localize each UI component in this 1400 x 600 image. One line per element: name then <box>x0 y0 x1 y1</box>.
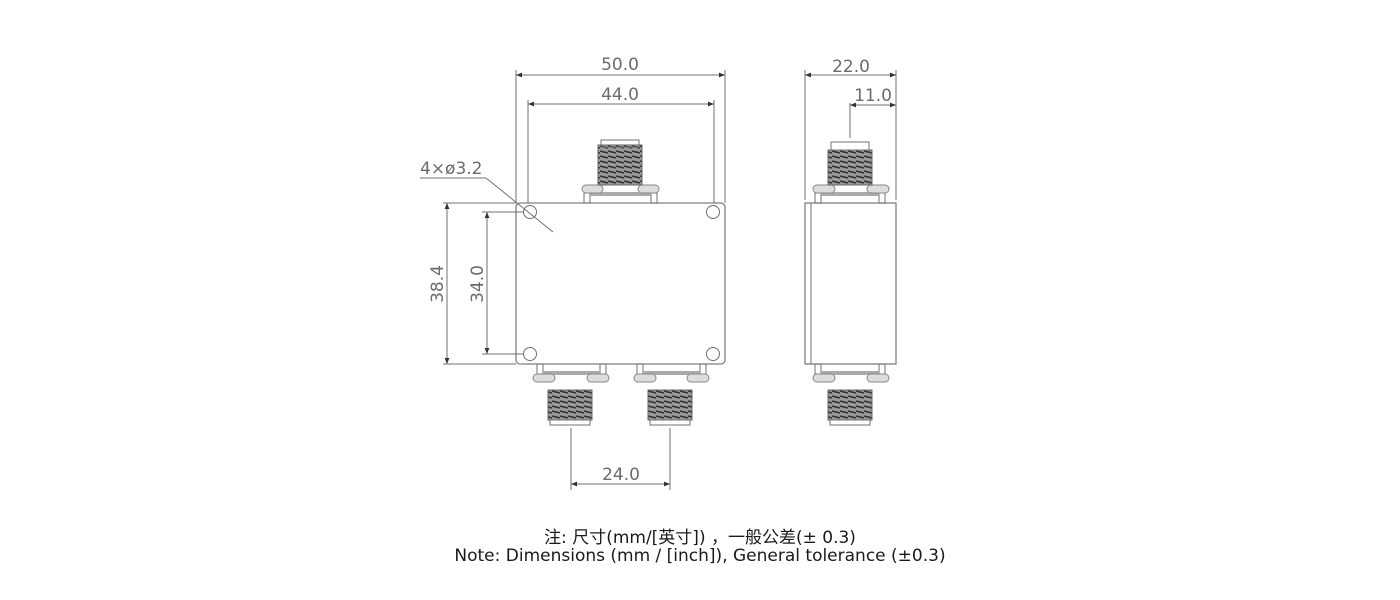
dim-connector-spacing: 24.0 <box>602 465 640 485</box>
housing-front <box>515 202 726 365</box>
side-view: 22.0 11.0 <box>804 57 897 426</box>
note-chinese: 注: 尺寸(mm/[英寸]) ，一般公差(± 0.3) <box>544 528 856 548</box>
dim-overall-width: 50.0 <box>601 55 639 75</box>
side-bottom-connector-icon <box>812 363 890 426</box>
hole-callout: 4×ø3.2 <box>420 159 483 179</box>
mounting-hole-icon <box>706 205 720 219</box>
front-view: 50.0 44.0 4×ø3.2 38.4 34.0 24.0 <box>420 55 726 490</box>
dim-connector-offset: 11.0 <box>854 86 892 106</box>
input-connector-icon <box>581 139 660 204</box>
housing-side <box>804 202 897 365</box>
mounting-hole-icon <box>706 347 720 361</box>
output-connector-2-icon <box>633 363 710 426</box>
dim-overall-height: 38.4 <box>428 265 448 303</box>
side-top-connector-icon <box>812 141 890 204</box>
dim-hole-spacing-height: 34.0 <box>468 265 488 303</box>
dim-overall-depth: 22.0 <box>832 57 870 77</box>
output-connector-1-icon <box>532 363 610 426</box>
note-english: Note: Dimensions (mm / [inch]), General … <box>454 546 946 566</box>
dim-hole-spacing-width: 44.0 <box>601 85 639 105</box>
